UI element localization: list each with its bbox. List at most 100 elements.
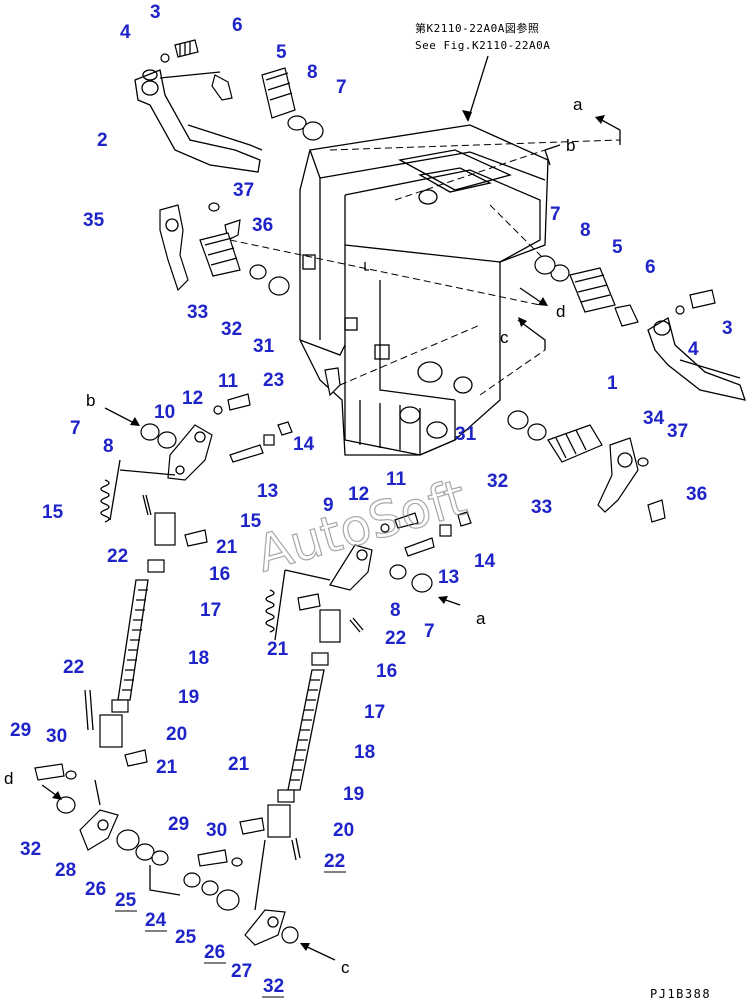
reference-letters: a b d c b a d c xyxy=(4,95,583,977)
washer-12-left xyxy=(213,405,223,415)
callout-3-r: 3 xyxy=(722,318,733,339)
callout-31-r: 31 xyxy=(455,424,477,445)
callout-4-r: 4 xyxy=(688,339,699,360)
callout-26: 26 xyxy=(85,879,106,900)
callout-29: 29 xyxy=(10,720,31,741)
callout-25-r: 25 xyxy=(175,927,197,948)
bushing-25-left xyxy=(135,843,155,861)
bolt-3-left xyxy=(174,39,199,58)
note-arrowhead xyxy=(462,110,472,122)
pin-21-right-b xyxy=(239,817,265,835)
washer-12-right xyxy=(380,523,390,533)
clevis-16-left xyxy=(154,512,176,546)
callout-22-r: 22 xyxy=(385,628,406,649)
collar-7-b xyxy=(140,423,160,441)
callout-5: 5 xyxy=(276,42,287,63)
shaft-line-d xyxy=(229,239,541,306)
pin-21-left-b xyxy=(124,749,148,767)
ref-letter-a-2: a xyxy=(476,609,486,628)
pedal-left-assembly xyxy=(134,69,263,173)
callout-14-r: 14 xyxy=(474,551,496,572)
callout-20-r: 20 xyxy=(333,820,354,841)
callout-numbers: 3 4 6 5 8 7 2 37 35 36 33 32 31 7 8 5 6 … xyxy=(10,2,733,997)
bolt-3-right xyxy=(689,289,716,309)
callout-8-a: 8 xyxy=(390,600,401,621)
spring-15-left xyxy=(109,459,121,521)
bushing-32-left-d xyxy=(56,796,76,814)
bolt-11-left xyxy=(227,393,251,411)
main-housing xyxy=(299,124,549,456)
pin-22-right-a xyxy=(349,617,364,633)
callout-13: 13 xyxy=(257,481,278,502)
callout-7: 7 xyxy=(336,77,347,98)
pin-21-left-a xyxy=(184,529,208,547)
callout-37: 37 xyxy=(233,180,254,201)
callout-35: 35 xyxy=(83,210,105,231)
collar-7-right xyxy=(534,255,556,275)
callout-18-r: 18 xyxy=(354,742,375,763)
callout-36-r: 36 xyxy=(686,484,707,505)
callout-11-r: 11 xyxy=(386,469,407,490)
callout-31: 31 xyxy=(253,336,275,357)
note-leader xyxy=(467,55,489,121)
nut-19-left xyxy=(111,699,129,713)
callout-7-b: 7 xyxy=(70,418,81,439)
callout-12: 12 xyxy=(182,388,203,409)
clevis-16-right xyxy=(319,609,341,643)
spline-shaft-33-left xyxy=(199,232,241,277)
grease-fitting-6-right xyxy=(614,304,639,327)
collar-26-left xyxy=(116,829,140,851)
spline-shaft-5-right xyxy=(569,267,616,313)
stud-13-left xyxy=(229,444,264,463)
bushing-32-left xyxy=(249,264,267,280)
pedal-right-assembly xyxy=(647,316,746,401)
callout-6-r: 6 xyxy=(645,257,656,278)
callout-15-r: 15 xyxy=(240,511,262,532)
pin-22-left xyxy=(142,494,152,516)
callout-30: 30 xyxy=(46,726,67,747)
ref-letter-b: b xyxy=(566,136,575,155)
washer-37-right xyxy=(637,457,649,467)
callout-8-r: 8 xyxy=(580,220,591,241)
callout-14: 14 xyxy=(293,434,315,455)
spline-shaft-33-right xyxy=(547,424,603,463)
callout-36: 36 xyxy=(252,215,273,236)
callout-8: 8 xyxy=(307,62,318,83)
callout-8-b: 8 xyxy=(103,436,114,457)
bushing-25-right-a xyxy=(183,872,201,888)
shaft-24 xyxy=(149,865,181,896)
washer-37-left xyxy=(208,202,220,212)
callout-13-r: 13 xyxy=(438,567,459,588)
callout-37-r: 37 xyxy=(667,421,688,442)
ref-letter-c: c xyxy=(500,328,509,347)
callout-7-a: 7 xyxy=(424,621,435,642)
spline-shaft-5-left xyxy=(261,67,296,119)
bushing-8-b xyxy=(157,431,177,449)
nut-17-left xyxy=(147,559,165,573)
callout-7-r: 7 xyxy=(550,204,561,225)
callout-19-r: 19 xyxy=(343,784,364,805)
callout-16-r: 16 xyxy=(376,661,397,682)
nut-19-right xyxy=(277,789,295,803)
shaft-line-7r xyxy=(489,204,546,261)
lever-9-right xyxy=(329,544,373,591)
washer-4-left xyxy=(160,53,170,63)
lever-10-left xyxy=(167,424,213,481)
drawing-code: PJ1B388 xyxy=(650,987,711,1001)
callout-24: 24 xyxy=(145,910,167,931)
clevis-20-right xyxy=(267,804,291,838)
lever-34-right xyxy=(597,437,639,513)
callout-26-r: 26 xyxy=(204,942,225,963)
plate-14a-left xyxy=(263,434,275,446)
switch-23 xyxy=(324,367,341,397)
ref-letter-c-2: c xyxy=(341,958,350,977)
callout-16: 16 xyxy=(209,564,230,585)
reference-note-japanese: 第K2110-22A0A図参照 xyxy=(415,21,539,35)
callout-32-d: 32 xyxy=(20,839,41,860)
washer-30-left xyxy=(65,770,77,780)
spring-15-right xyxy=(274,569,286,641)
rod-18-right xyxy=(287,669,325,791)
lever-28 xyxy=(79,809,119,851)
callout-2: 2 xyxy=(97,130,108,151)
